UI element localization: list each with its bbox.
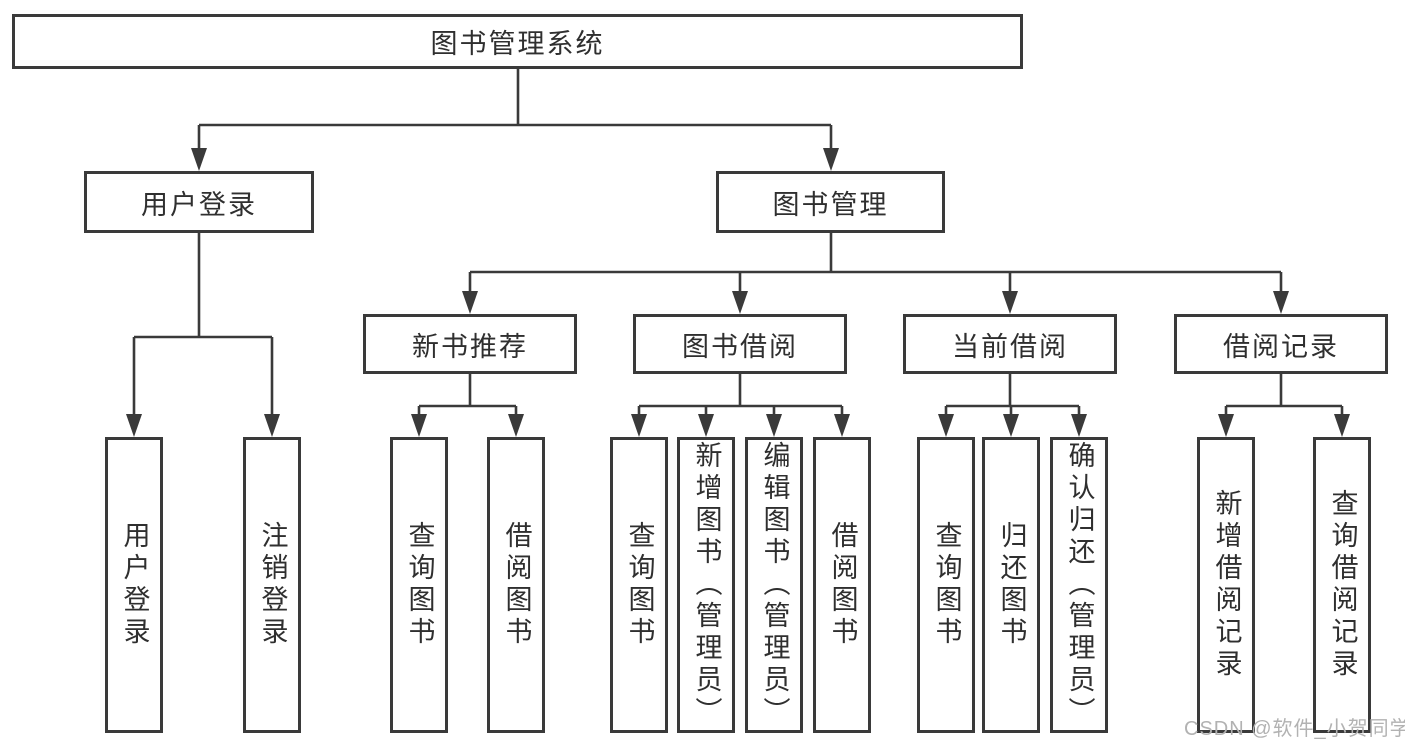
node-current-borrowing: 当前借阅 [903, 314, 1117, 374]
arrowhead-icon [1003, 414, 1019, 437]
node-label: 新增图书（管理员） [691, 441, 722, 729]
leaf-add-book-admin: 新增图书（管理员） [677, 437, 735, 733]
arrowhead-icon [462, 291, 478, 314]
arrowhead-icon [834, 414, 850, 437]
node-book-borrowing: 图书借阅 [633, 314, 847, 374]
leaf-user-login: 用户登录 [105, 437, 163, 733]
arrowhead-icon [1002, 291, 1018, 314]
node-label: 借阅图书 [827, 521, 858, 649]
leaf-return-books: 归还图书 [982, 437, 1040, 733]
leaf-confirm-return-admin: 确认归还（管理员） [1050, 437, 1108, 733]
node-label: 图书管理 [772, 189, 889, 220]
node-label: 查询借阅记录 [1327, 489, 1358, 681]
node-label: 确认归还（管理员） [1064, 441, 1095, 729]
arrowhead-icon [411, 414, 427, 437]
arrowhead-icon [508, 414, 524, 437]
leaf-borrow-books: 借阅图书 [813, 437, 871, 733]
node-label: 借阅图书 [501, 521, 532, 649]
leaf-query-books-recommend: 查询图书 [390, 437, 448, 733]
arrowhead-icon [631, 414, 647, 437]
leaf-borrow-books-recommend: 借阅图书 [487, 437, 545, 733]
node-borrow-records: 借阅记录 [1174, 314, 1388, 374]
arrowhead-icon [191, 148, 207, 171]
arrowhead-icon [732, 291, 748, 314]
arrowhead-icon [938, 414, 954, 437]
arrowhead-icon [766, 414, 782, 437]
node-label: 归还图书 [996, 521, 1027, 649]
arrowhead-icon [1218, 414, 1234, 437]
arrowhead-icon [126, 414, 142, 437]
node-book-management: 图书管理 [716, 171, 945, 233]
node-root-system: 图书管理系统 [12, 14, 1023, 69]
node-label: 用户登录 [119, 521, 150, 649]
node-label: 借阅记录 [1223, 331, 1339, 362]
node-label: 图书管理系统 [430, 29, 605, 59]
node-label: 用户登录 [141, 189, 257, 220]
leaf-query-books-borrowing: 查询图书 [610, 437, 668, 733]
node-label: 查询图书 [931, 521, 962, 649]
leaf-add-borrow-record: 新增借阅记录 [1197, 437, 1255, 733]
node-new-book-recommend: 新书推荐 [363, 314, 577, 374]
arrowhead-icon [1334, 414, 1350, 437]
leaf-query-books-current: 查询图书 [917, 437, 975, 733]
node-label: 当前借阅 [952, 331, 1068, 362]
arrowhead-icon [264, 414, 280, 437]
node-label: 新书推荐 [412, 331, 528, 362]
csdn-watermark: CSDN @软件_小贺同学 [1184, 718, 1405, 740]
leaf-query-borrow-record: 查询借阅记录 [1313, 437, 1371, 733]
node-label: 编辑图书（管理员） [759, 441, 790, 729]
node-label: 图书借阅 [682, 331, 798, 362]
node-label: 新增借阅记录 [1211, 489, 1242, 681]
node-user-login: 用户登录 [84, 171, 314, 233]
arrowhead-icon [1071, 414, 1087, 437]
node-label: 查询图书 [624, 521, 655, 649]
arrowhead-icon [1273, 291, 1289, 314]
leaf-logout: 注销登录 [243, 437, 301, 733]
node-label: 注销登录 [257, 521, 288, 649]
leaf-edit-book-admin: 编辑图书（管理员） [745, 437, 803, 733]
arrowhead-icon [698, 414, 714, 437]
node-label: 查询图书 [404, 521, 435, 649]
arrowhead-icon [823, 148, 839, 171]
